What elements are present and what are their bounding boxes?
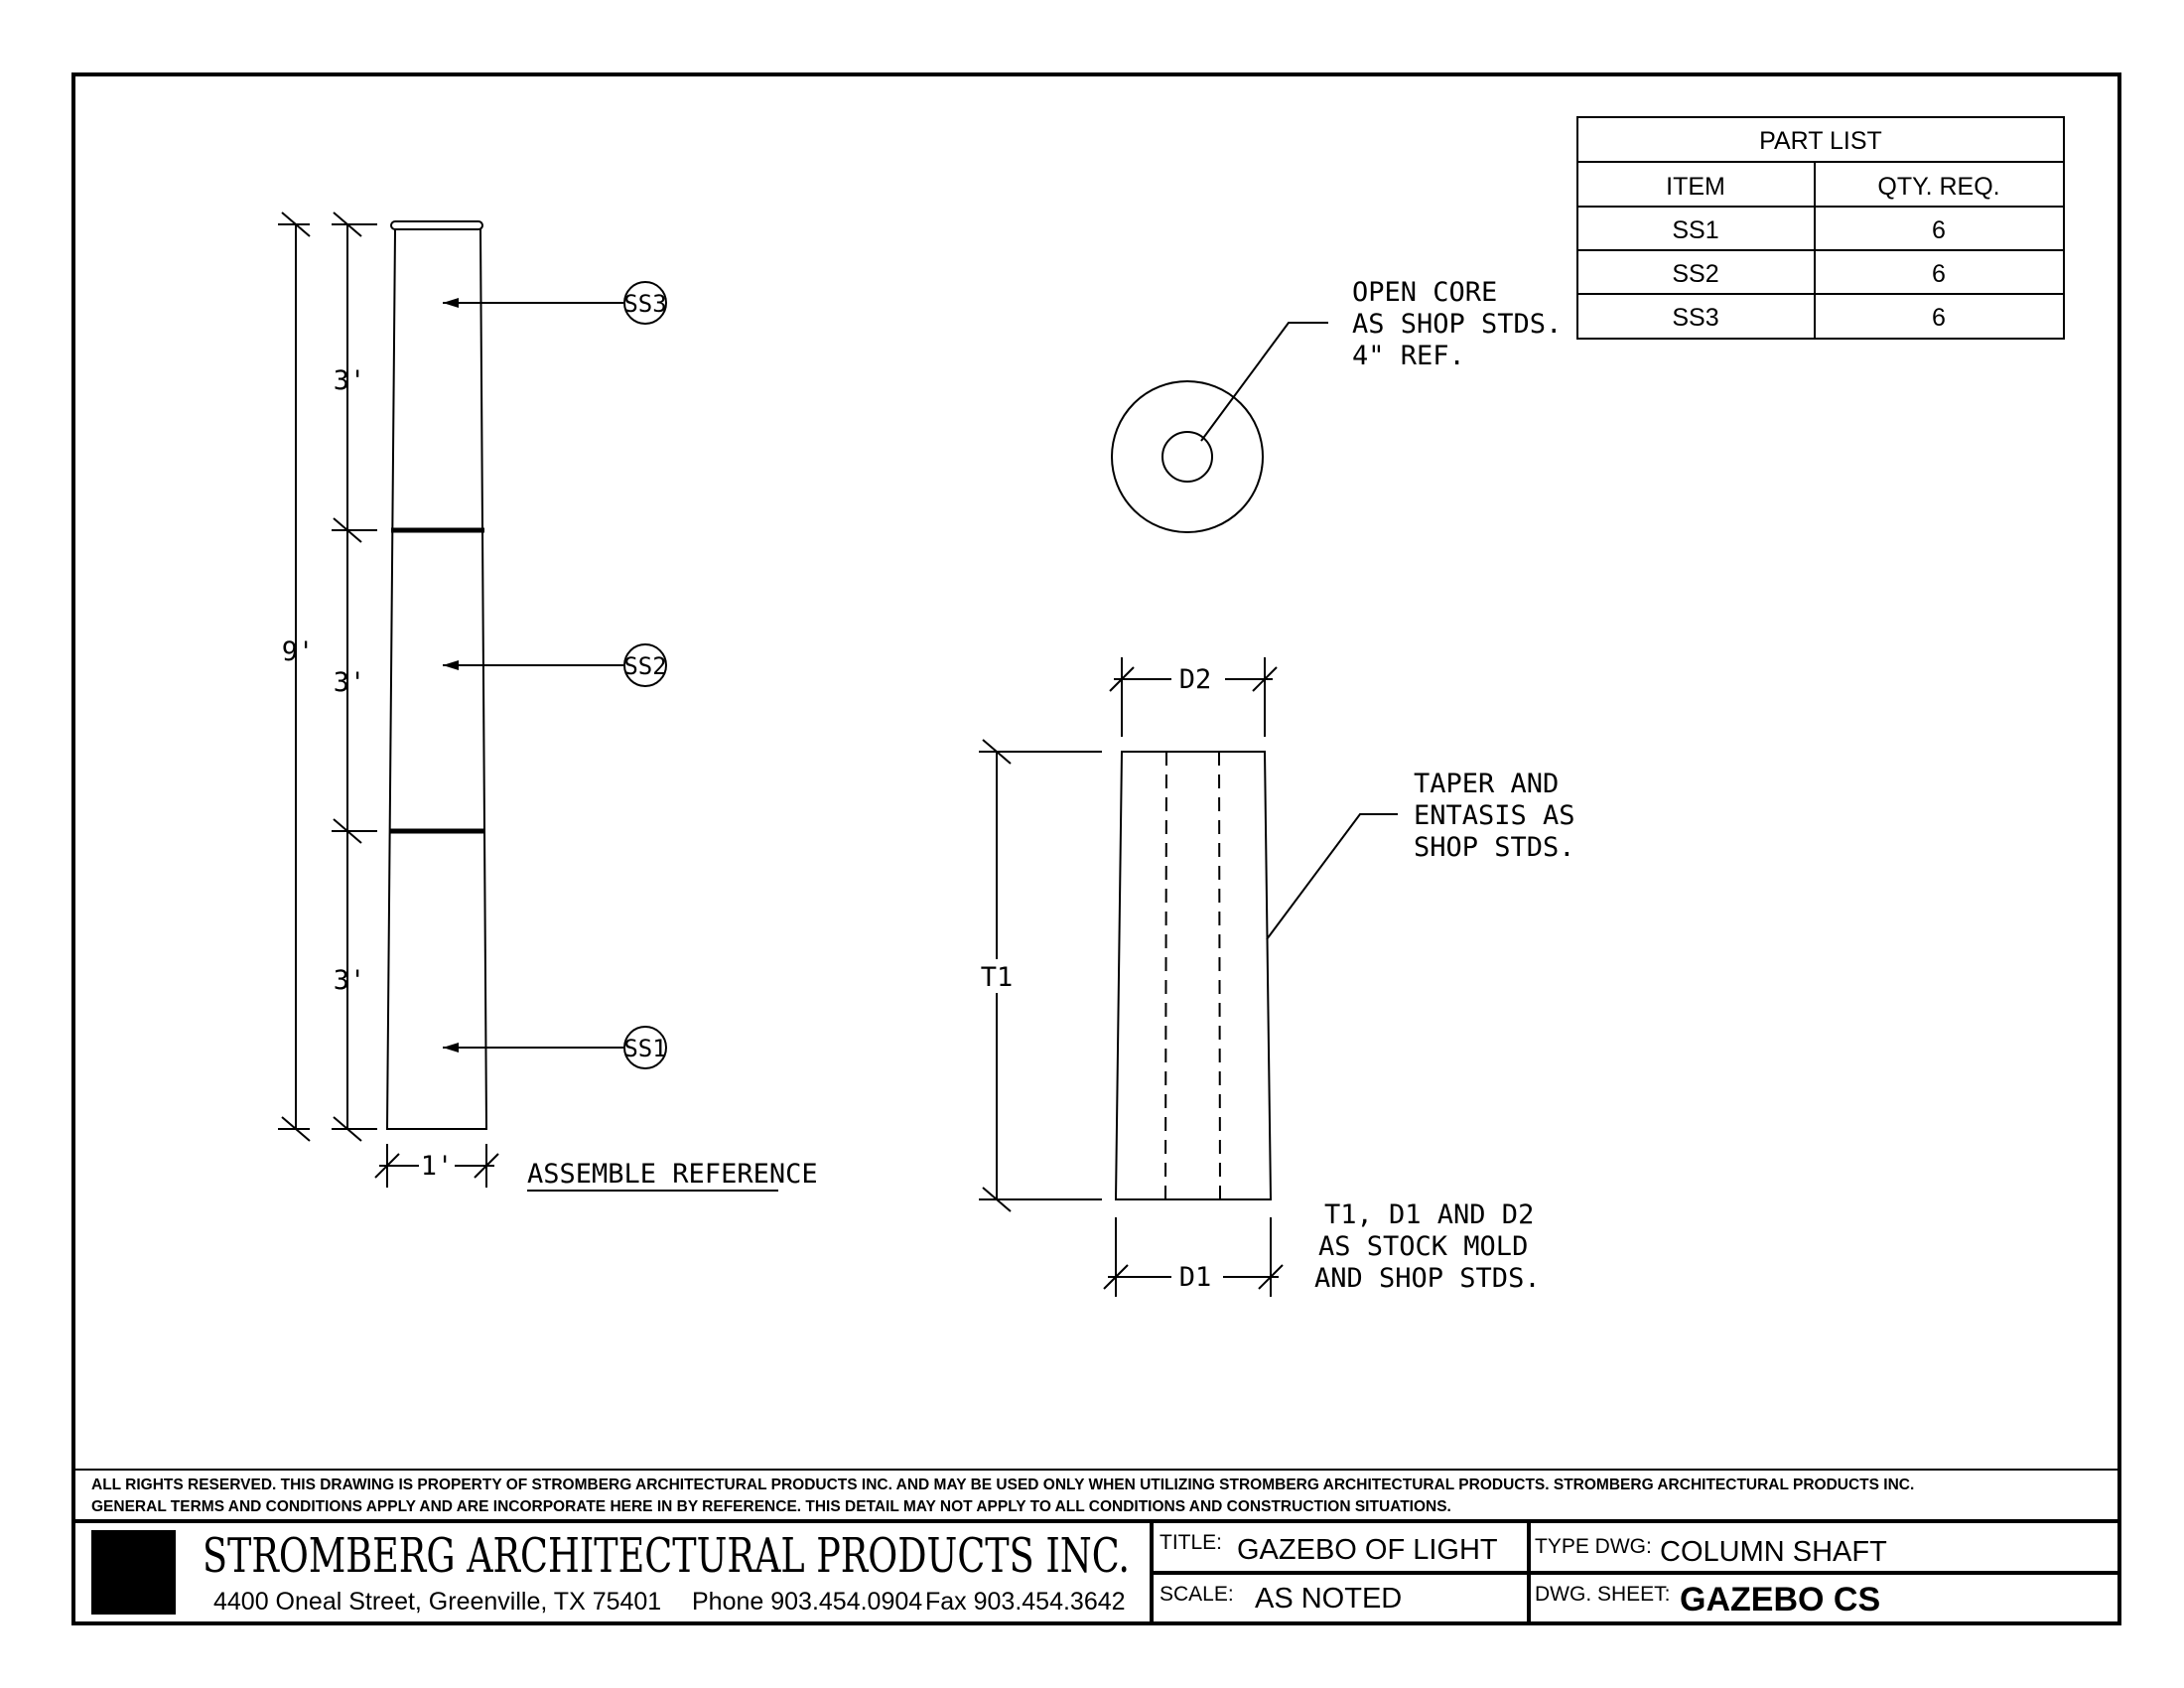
core-section-view: OPEN CORE AS SHOP STDS. 4" REF. bbox=[1111, 277, 1578, 533]
dim-width-label: 1' bbox=[421, 1151, 454, 1182]
shaft-segment-view: D2 D1 T1 TAPER AND ENTASIS AS SHOP STDS.… bbox=[977, 657, 1591, 1297]
company-name: STROMBERG ARCHITECTURAL PRODUCTS INC. bbox=[203, 1528, 1130, 1584]
scale-value: AS NOTED bbox=[1255, 1583, 1402, 1615]
dim-segment-mid-label: 3' bbox=[334, 667, 366, 698]
dim-segment-top-label: 3' bbox=[334, 365, 366, 396]
segment-outline bbox=[1114, 751, 1273, 1200]
leader-open-core bbox=[1200, 322, 1328, 442]
part-list-title: PART LIST bbox=[1759, 127, 1882, 155]
part-list-row-3-item: SS3 bbox=[1672, 304, 1718, 332]
company-logo-block bbox=[91, 1530, 176, 1615]
leader-taper bbox=[1266, 813, 1398, 940]
dwg-sheet-label: DWG. SHEET: bbox=[1535, 1583, 1671, 1606]
shaft-section-core bbox=[1161, 431, 1213, 483]
company-phone: Phone 903.454.0904 bbox=[692, 1588, 922, 1616]
company-address: 4400 Oneal Street, Greenville, TX 75401 bbox=[213, 1588, 661, 1616]
part-list-header-item: ITEM bbox=[1666, 173, 1725, 201]
assemble-reference-label: ASSEMBLE REFERENCE bbox=[527, 1159, 818, 1190]
dim-total-label: 9' bbox=[282, 636, 315, 667]
dim-segment-bottom-label: 3' bbox=[334, 965, 366, 996]
shaft-outline bbox=[385, 228, 488, 1130]
part-list-row-3-qty: 6 bbox=[1932, 304, 1946, 332]
callout-ss3-bubble bbox=[623, 281, 667, 325]
segment-core-line-left bbox=[1164, 751, 1167, 1200]
dim-d2-label: D2 bbox=[1179, 664, 1212, 695]
sheet-border bbox=[71, 72, 2121, 1625]
title-label: TITLE: bbox=[1160, 1531, 1222, 1554]
stock-note: T1, D1 AND D2 AS STOCK MOLD AND SHOP STD… bbox=[1314, 1199, 1551, 1294]
part-list-row-2-qty: 6 bbox=[1932, 260, 1946, 288]
type-dwg-value: COLUMN SHAFT bbox=[1660, 1536, 1887, 1568]
open-core-note: OPEN CORE AS SHOP STDS. 4" REF. bbox=[1352, 277, 1578, 371]
type-dwg-label: TYPE DWG: bbox=[1535, 1535, 1652, 1558]
part-list-row-1-qty: 6 bbox=[1932, 216, 1946, 244]
shaft-section-outer bbox=[1111, 380, 1264, 533]
assembly-view: 9' 3' 3' 3' 1' ASSEMBLE REFERENCE SS3 bbox=[278, 211, 818, 1192]
callout-ss3-label: SS3 bbox=[623, 290, 666, 318]
disclaimer-line-2: GENERAL TERMS AND CONDITIONS APPLY AND A… bbox=[91, 1498, 1451, 1515]
title-value: GAZEBO OF LIGHT bbox=[1237, 1534, 1498, 1566]
company-fax: Fax 903.454.3642 bbox=[925, 1588, 1126, 1616]
shaft-cap bbox=[390, 220, 483, 230]
taper-note: TAPER AND ENTASIS AS SHOP STDS. bbox=[1414, 769, 1591, 863]
scale-label: SCALE: bbox=[1160, 1583, 1234, 1606]
dwg-sheet-value: GAZEBO CS bbox=[1680, 1581, 1880, 1618]
part-list-row-1-item: SS1 bbox=[1672, 216, 1718, 244]
title-block: ALL RIGHTS RESERVED. THIS DRAWING IS PRO… bbox=[73, 1469, 2119, 1623]
segment-core-line-right bbox=[1218, 751, 1221, 1200]
part-list-row-2-item: SS2 bbox=[1672, 260, 1718, 288]
callout-ss1-bubble bbox=[623, 1026, 667, 1069]
part-list-table: PART LIST ITEM QTY. REQ. SS1 6 SS2 6 SS3… bbox=[1576, 116, 2065, 340]
callout-ss2-bubble bbox=[623, 643, 667, 687]
disclaimer-line-1: ALL RIGHTS RESERVED. THIS DRAWING IS PRO… bbox=[91, 1477, 1914, 1493]
part-list-header-qty: QTY. REQ. bbox=[1877, 173, 1999, 201]
dim-d1-label: D1 bbox=[1179, 1262, 1212, 1293]
callout-ss2-label: SS2 bbox=[623, 652, 666, 680]
dim-t1-label: T1 bbox=[981, 962, 1014, 993]
callout-ss1-label: SS1 bbox=[623, 1035, 666, 1062]
